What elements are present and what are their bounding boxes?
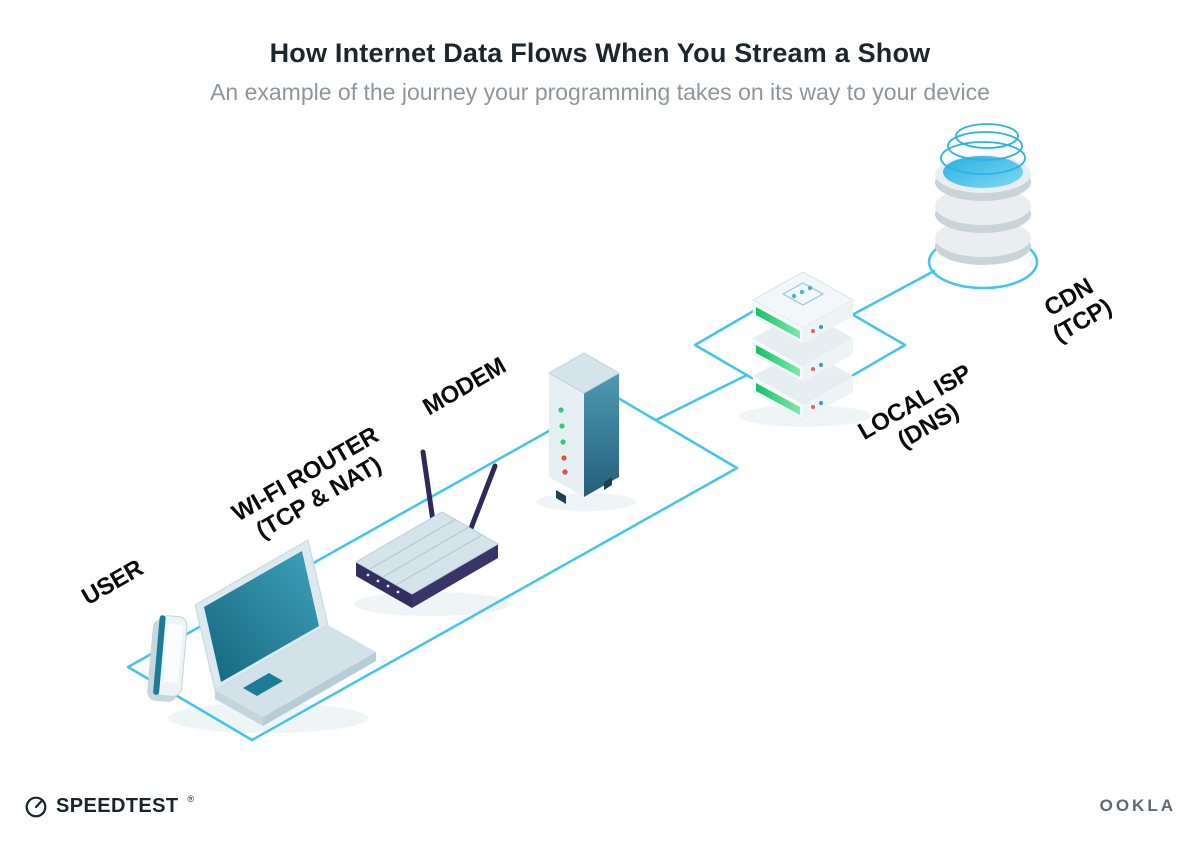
page-subtitle: An example of the journey your programmi…	[210, 79, 990, 105]
server-top-dots	[791, 285, 813, 299]
isp-server-illustration	[751, 271, 855, 421]
ookla-logo: OOKLA	[1099, 796, 1176, 815]
router-leds	[366, 573, 400, 594]
server-led-strip	[756, 307, 800, 339]
laptop-illustration	[194, 539, 376, 726]
phone-edge-accent	[153, 615, 166, 695]
speedtest-trademark: ®	[187, 794, 195, 804]
router-top	[354, 511, 500, 595]
server-led-strip	[756, 345, 800, 377]
router-illustration	[354, 449, 500, 608]
footer: SPEEDTEST ® OOKLA	[0, 784, 1200, 818]
page-title: How Internet Data Flows When You Stream …	[269, 38, 931, 68]
smartphone-illustration	[147, 615, 188, 702]
link-isp-to-cdn	[850, 269, 936, 317]
server-top-panel	[782, 282, 824, 306]
cdn-top-pool	[943, 156, 1023, 188]
modem-leds	[558, 407, 568, 475]
router-vents	[369, 518, 483, 586]
server-led-strip	[756, 383, 800, 415]
laptop-trackpad	[243, 673, 283, 696]
modem-front	[584, 373, 619, 497]
phone-screen	[163, 623, 183, 683]
router-antenna-right	[465, 463, 498, 539]
modem-side	[549, 373, 584, 497]
cdn-database-illustration	[935, 123, 1031, 265]
laptop-screen	[204, 551, 319, 682]
speedtest-gauge-icon	[25, 796, 47, 818]
lane-user-to-modem	[126, 393, 739, 742]
speedtest-logo: SPEEDTEST ®	[24, 794, 195, 818]
modem-illustration	[547, 352, 621, 504]
speedtest-wordmark: SPEEDTEST	[56, 794, 179, 817]
header: How Internet Data Flows When You Stream …	[0, 38, 1200, 106]
router-antenna-left	[420, 449, 437, 531]
modem-top	[547, 352, 621, 394]
cdn-rings	[940, 123, 1026, 175]
link-modem-to-isp	[654, 373, 749, 422]
